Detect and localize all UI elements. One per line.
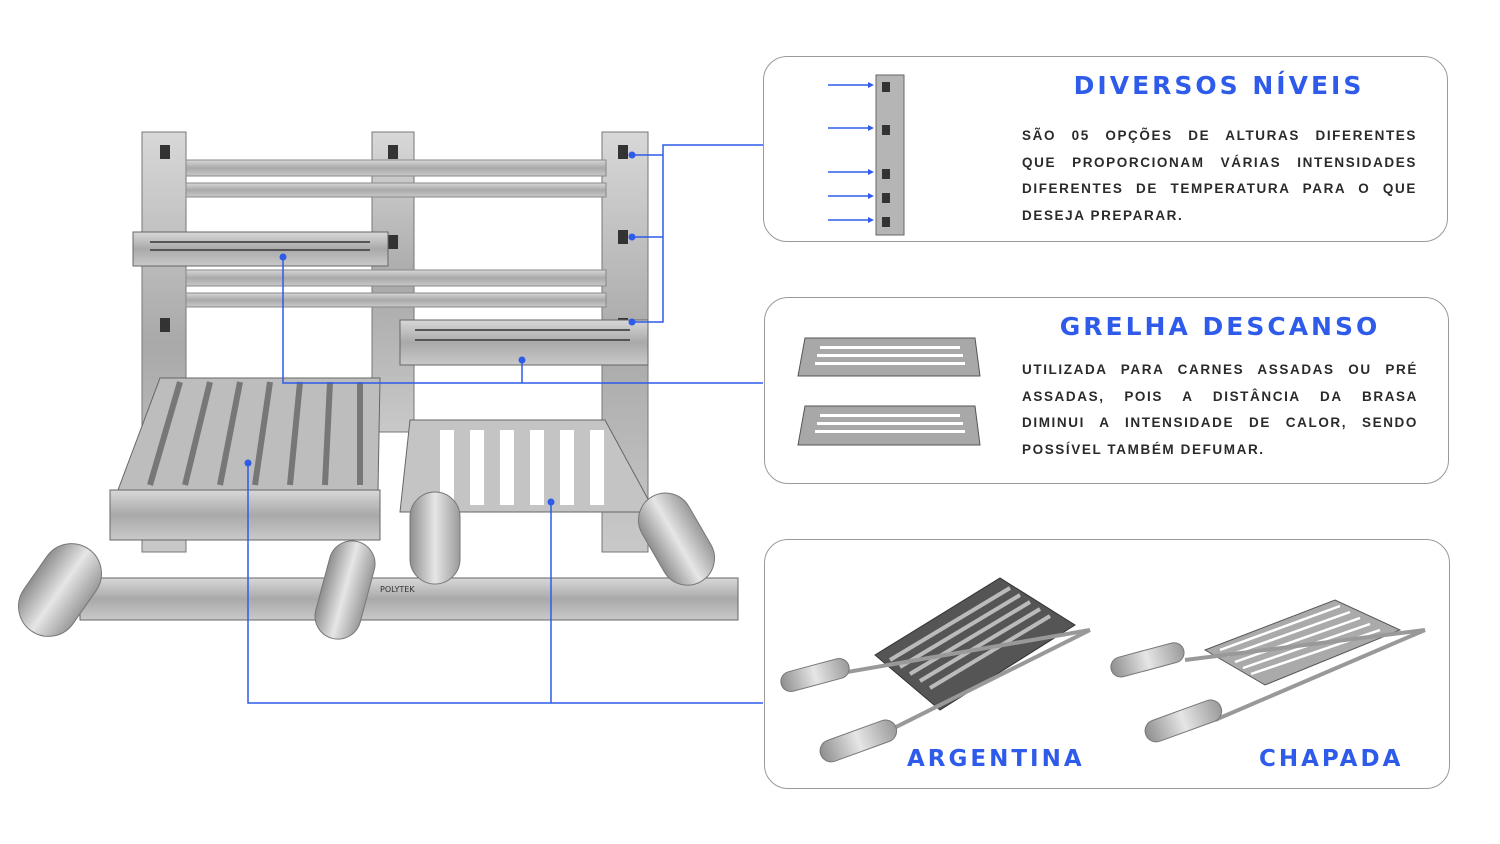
feature-description: SÃO 05 OPÇÕES DE ALTURAS DIFERENTES QUE … (1022, 123, 1417, 229)
feature-card-resting-grill: GRELHA DESCANSO UTILIZADA PARA CARNES AS… (764, 297, 1449, 484)
resting-grill-icon (797, 337, 981, 446)
feature-title: DIVERSOS NÍVEIS (1073, 71, 1365, 100)
chapada-grill (399, 419, 656, 513)
description-line: SÃO 05 OPÇÕES DE ALTURAS DIFERENTES (1022, 128, 1417, 143)
description-line: DESEJA PREPARAR. (1022, 207, 1184, 223)
description-line: UTILIZADA PARA CARNES ASSADAS OU PRÉ (1022, 362, 1418, 377)
grill-label-argentina: ARGENTINA (907, 746, 1085, 772)
connector-dots (244, 151, 636, 506)
chapada-grill-icon (1110, 599, 1426, 743)
connector-lines (247, 144, 763, 704)
frame-rails (185, 159, 607, 308)
description-line: POSSÍVEL TAMBÉM DEFUMAR. (1022, 441, 1265, 457)
feature-description: UTILIZADA PARA CARNES ASSADAS OU PRÉ ASS… (1022, 357, 1418, 463)
base-frame: POLYTEK (79, 577, 739, 621)
feature-title: GRELHA DESCANSO (1059, 312, 1381, 341)
brand-mark: POLYTEK (380, 585, 415, 594)
description-line: ASSADAS, POIS A DISTÂNCIA DA BRASA (1022, 388, 1418, 404)
feature-card-levels: DIVERSOS NÍVEIS SÃO 05 OPÇÕES DE ALTURAS… (763, 56, 1448, 242)
argentina-grill (109, 377, 381, 541)
description-line: DIMINUI A INTENSIDADE DE CALOR, SENDO (1022, 415, 1418, 430)
feature-card-grill-types: ARGENTINA CHAPADA (764, 539, 1450, 789)
argentina-grill-icon (780, 577, 1091, 763)
description-line: DIFERENTES DE TEMPERATURA PARA O QUE (1022, 181, 1417, 196)
grill-handles (18, 491, 715, 640)
description-line: QUE PROPORCIONAM VÁRIAS INTENSIDADES (1022, 154, 1417, 170)
resting-grill-upper (132, 231, 389, 267)
grill-label-chapada: CHAPADA (1259, 746, 1404, 772)
upright-levels-icon (828, 74, 905, 236)
